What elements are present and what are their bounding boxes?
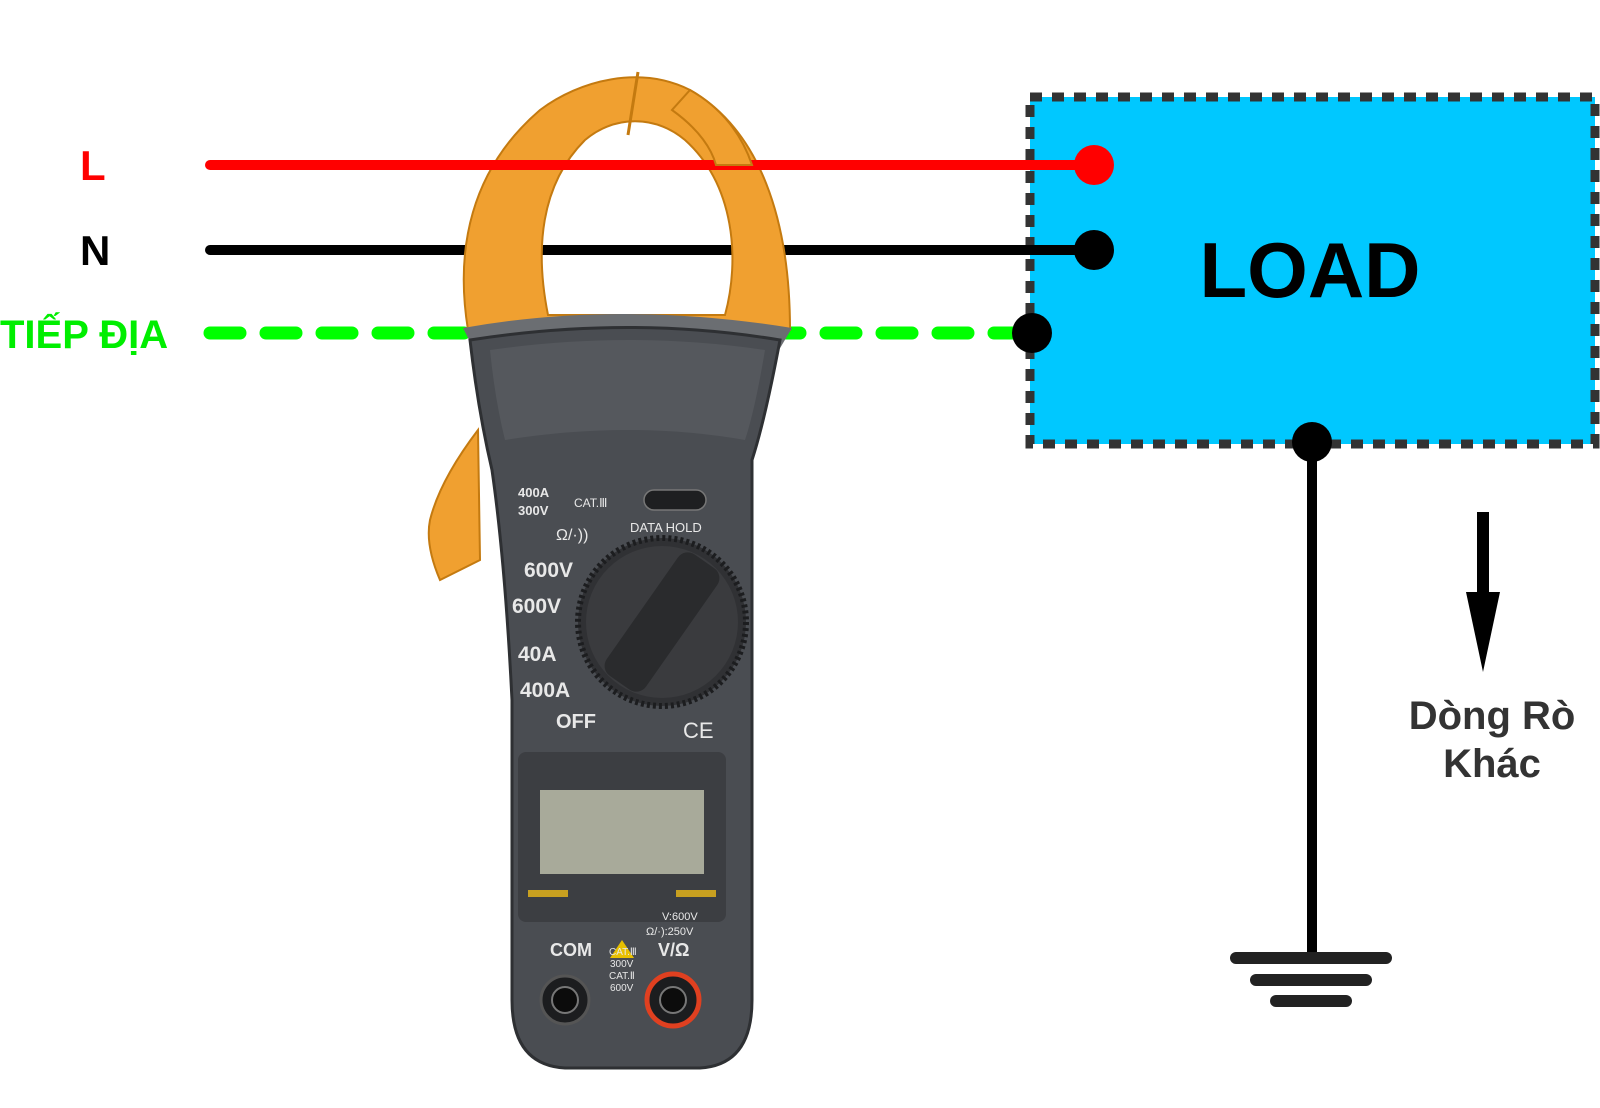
cat3-label: CAT.Ⅲ: [609, 947, 637, 958]
clamp-trigger: [427, 427, 482, 582]
max-voltage: V:600V: [662, 911, 698, 923]
ratings-voltage: 300V: [518, 503, 549, 518]
line-label: L: [80, 142, 106, 189]
load-label: LOAD: [1200, 226, 1421, 314]
ratings-current: 400A: [518, 485, 550, 500]
earth-label: TIẾP ĐỊA: [0, 311, 168, 357]
leakage-label-line1: Dòng Rò: [1409, 694, 1576, 738]
cat2-label: CAT.Ⅱ: [609, 971, 635, 982]
neutral-terminal: [1074, 230, 1114, 270]
lcd-screen: [540, 790, 704, 874]
clamp-jaw: [462, 76, 792, 331]
ohm-label: Ω/·)): [556, 527, 588, 544]
data-hold-label: DATA HOLD: [630, 520, 702, 535]
data-hold-button[interactable]: [643, 489, 707, 511]
leakage-label-line2: Khác: [1443, 742, 1541, 786]
range-40a: 40A: [518, 643, 557, 666]
dial-knob[interactable]: [600, 548, 724, 697]
ce-mark: CE: [683, 718, 714, 743]
vohm-jack[interactable]: [644, 971, 702, 1029]
category-label: CAT.Ⅲ: [574, 496, 607, 510]
off-label: OFF: [556, 711, 596, 733]
line-terminal: [1074, 145, 1114, 185]
ground-terminal: [1292, 422, 1332, 462]
earth-terminal: [1012, 313, 1052, 353]
range-dcv: 600V: [524, 559, 573, 582]
range-400a: 400A: [520, 679, 570, 702]
vohm-label: V/Ω: [658, 940, 689, 960]
ground-symbol: [1230, 952, 1392, 1007]
clamp-jaw-front: [670, 88, 754, 166]
leakage-arrow-icon: [1466, 512, 1500, 672]
cat2-voltage: 600V: [610, 983, 634, 994]
range-acv: 600V: [512, 595, 561, 618]
com-jack[interactable]: [539, 974, 591, 1026]
clamp-meter: 400A 300V CAT.Ⅲ Ω/·)) DATA HOLD 600V 600…: [427, 71, 792, 1070]
max-ohm: Ω/·):250V: [646, 926, 694, 938]
neutral-label: N: [80, 227, 110, 274]
warning-icon: [610, 940, 634, 958]
cat3-voltage: 300V: [610, 959, 634, 970]
load-box: [1025, 92, 1600, 449]
com-label: COM: [550, 940, 592, 960]
